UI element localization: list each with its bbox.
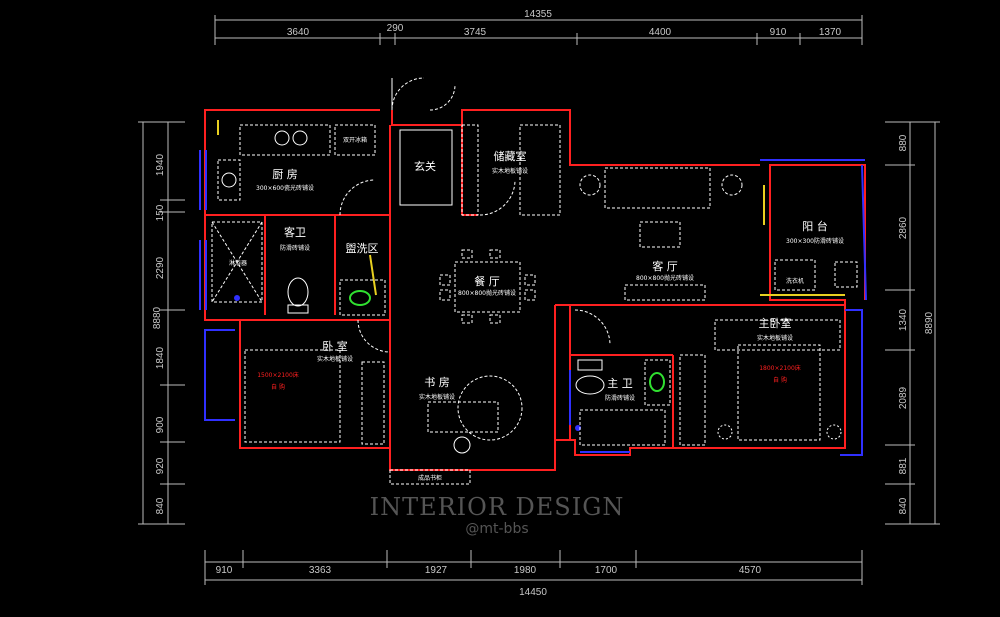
top-dim-1: 3640	[287, 27, 310, 38]
top-dim-4: 4400	[649, 27, 672, 38]
left-dim-2: 150	[155, 204, 166, 221]
watermark-handle: @mt-bbs	[465, 521, 528, 537]
bottom-dim-2: 3363	[309, 565, 332, 576]
dining-label: 餐 厅	[474, 274, 500, 288]
bottom-dim-5: 1700	[595, 565, 618, 576]
balcony-fixtures	[774, 259, 858, 291]
bedroom-floor: 实木地板铺设	[317, 355, 353, 363]
sliding-doors	[217, 120, 845, 296]
master-bath-floor: 防滑砖铺设	[605, 394, 635, 402]
bedroom-bed	[244, 349, 385, 445]
bedroom-bed-note: 自 购	[271, 383, 285, 391]
laundry-label: 盥洗区	[346, 242, 379, 255]
walls	[204, 109, 866, 471]
guest-bath-floor: 防滑砖铺设	[280, 244, 310, 252]
master-bath-label: 主 卫	[607, 377, 633, 390]
living-furniture	[579, 167, 743, 301]
right-dim-2: 2860	[898, 216, 909, 239]
right-dim-4: 2089	[898, 386, 909, 409]
bottom-dim-6: 4570	[739, 565, 762, 576]
top-dim-2: 290	[387, 23, 404, 34]
left-dimensions	[138, 121, 185, 525]
master-bed-size: 1800×2100床	[759, 364, 801, 372]
kitchen-label: 厨 房	[272, 168, 298, 181]
right-total-dim: 8890	[924, 311, 935, 334]
left-dim-3: 2290	[155, 256, 166, 279]
laundry-basin	[339, 279, 386, 316]
right-dim-1: 880	[898, 134, 909, 151]
guest-bath-fixtures	[211, 221, 309, 314]
right-dimensions	[885, 121, 940, 525]
right-dim-3: 1340	[898, 308, 909, 331]
dining-floor: 800×800抛光砖铺设	[458, 289, 516, 297]
watermark-title: INTERIOR DESIGN	[370, 493, 625, 521]
living-label: 客 厅	[652, 259, 678, 273]
dining-table	[439, 249, 536, 324]
left-dim-6: 920	[155, 457, 166, 474]
bottom-dimensions	[204, 550, 863, 585]
entrance-cabinet	[399, 124, 561, 216]
balcony-floor: 300×300防滑砖铺设	[786, 237, 844, 245]
left-total-dim: 8880	[152, 306, 163, 329]
left-dim-7: 840	[155, 497, 166, 514]
guest-bath-label: 客卫	[284, 225, 306, 239]
bedroom-label: 卧 室	[322, 339, 348, 353]
top-dim-6: 1370	[819, 27, 842, 38]
balcony-label: 阳 台	[802, 219, 828, 233]
kitchen-floor: 300×600瓷光砖铺设	[256, 184, 314, 192]
living-floor: 800×800抛光砖铺设	[636, 274, 694, 282]
cabinet-label: 成品书柜	[418, 474, 442, 482]
study-desk	[389, 375, 523, 485]
master-bed	[679, 319, 842, 446]
top-dimensions	[214, 15, 863, 45]
storage-label: 储藏室	[494, 149, 527, 163]
storage-floor: 实木地板铺设	[492, 167, 528, 175]
top-dim-3: 3745	[464, 27, 487, 38]
kitchen-fixtures	[217, 124, 376, 201]
left-dim-1: 1940	[155, 153, 166, 176]
bottom-total-dim: 14450	[519, 587, 547, 598]
master-bath-fixtures	[575, 359, 671, 446]
bottom-dim-3: 1927	[425, 565, 448, 576]
guest-bath-shower: 淋浴器	[229, 259, 247, 267]
master-bedroom-label: 主卧室	[759, 316, 792, 330]
left-dim-4: 1840	[155, 346, 166, 369]
top-total-dim: 14355	[524, 9, 552, 20]
study-label: 书 房	[424, 376, 450, 389]
top-dim-5: 910	[770, 27, 787, 38]
balcony-washer: 洗衣机	[786, 277, 804, 285]
kitchen-fridge: 双开冰箱	[343, 136, 367, 144]
right-dim-6: 840	[898, 497, 909, 514]
bottom-dim-1: 910	[216, 565, 233, 576]
entrance-label: 玄关	[414, 159, 436, 173]
bedroom-bed-size: 1500×2100床	[257, 371, 299, 379]
right-dim-5: 881	[898, 457, 909, 474]
left-dim-5: 900	[155, 416, 166, 433]
study-floor: 实木地板铺设	[419, 393, 455, 401]
windows	[199, 150, 867, 456]
master-bed-note: 自 购	[773, 376, 787, 384]
master-bedroom-floor: 实木地板铺设	[757, 334, 793, 342]
bottom-dim-4: 1980	[514, 565, 537, 576]
doors	[339, 77, 611, 353]
